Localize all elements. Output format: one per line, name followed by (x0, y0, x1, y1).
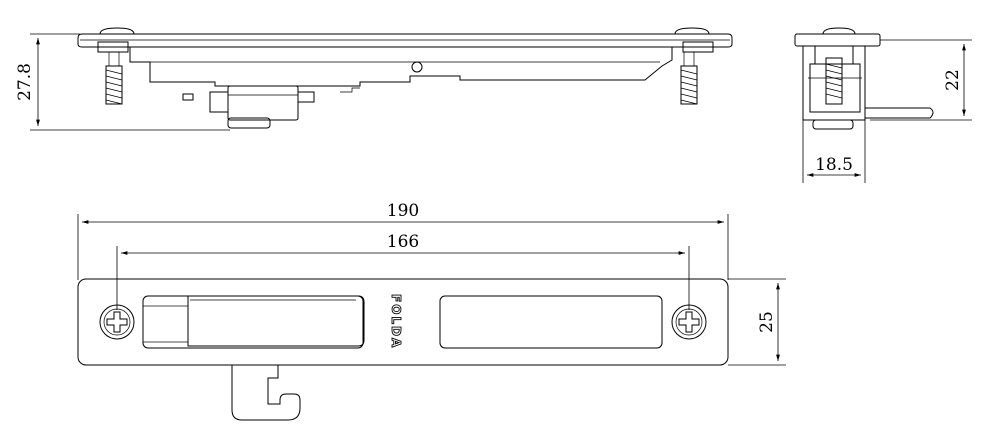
side-latch (182, 85, 360, 129)
front-screw-right (671, 304, 707, 340)
side-screw-head-left (99, 27, 135, 35)
side-screw-thread-right (680, 52, 698, 105)
dim-label-screw-spacing: 166 (387, 232, 419, 252)
front-right-pocket (439, 295, 663, 349)
dim-label-end-height: 22 (943, 69, 963, 91)
side-body (129, 47, 673, 87)
brand-label: FOLDA (389, 294, 403, 349)
dim-label-plate-height: 25 (757, 311, 777, 333)
side-screw-thread-left (105, 52, 123, 105)
front-latch-pocket (142, 295, 365, 349)
dimension-screw-spacing: 166 (116, 232, 690, 310)
end-body (802, 45, 866, 121)
front-plate (77, 278, 729, 366)
end-view (794, 27, 934, 130)
side-view (77, 27, 733, 129)
dim-label-side-height: 27.8 (15, 63, 35, 101)
dimension-end-width: 18.5 (802, 120, 866, 183)
dim-label-end-width: 18.5 (815, 155, 853, 175)
front-view: FOLDA (77, 278, 729, 421)
dim-label-total-length: 190 (387, 201, 419, 221)
front-hook (231, 365, 301, 421)
side-screw-head-right (674, 27, 710, 35)
dimension-total-length: 190 (77, 201, 729, 280)
front-screw-left (99, 304, 135, 340)
dimension-plate-height: 25 (728, 278, 786, 366)
side-plate (77, 33, 733, 48)
dimension-side-height: 27.8 (15, 33, 230, 131)
end-plate (794, 33, 881, 47)
dimension-end-height: 22 (870, 39, 972, 121)
